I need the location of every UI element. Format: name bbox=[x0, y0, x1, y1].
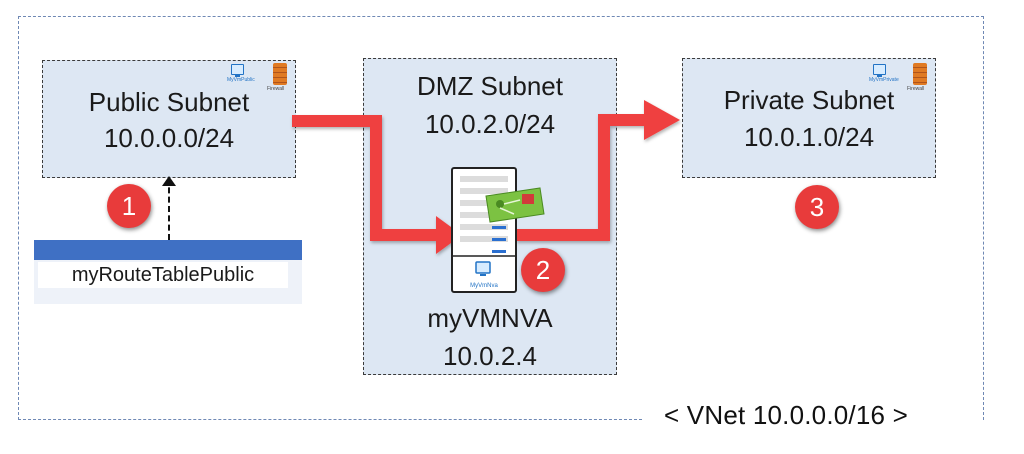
public-subnet-cidr: 10.0.0.0/24 bbox=[103, 123, 235, 153]
private-subnet[interactable]: Private Subnet 10.0.1.0/24 MyVmPrivate F… bbox=[682, 58, 936, 178]
step-badge-2: 2 bbox=[521, 248, 565, 292]
route-association-arrowhead bbox=[162, 176, 176, 186]
route-table-header-bar bbox=[34, 240, 302, 260]
vnet-boundary-bottom bbox=[18, 419, 642, 420]
dmz-subnet-title: DMZ Subnet bbox=[417, 71, 563, 101]
step-badge-3: 3 bbox=[795, 185, 839, 229]
public-subnet-title: Public Subnet bbox=[88, 87, 250, 117]
private-vm-label: MyVmPrivate bbox=[869, 77, 899, 83]
arrow-nva-to-private bbox=[516, 100, 680, 241]
route-association-line bbox=[168, 178, 170, 240]
private-firewall-label: Firewall bbox=[907, 86, 925, 92]
private-vm-icon: MyVmPrivate bbox=[869, 63, 917, 93]
dmz-vm-name: myVMNVA bbox=[427, 303, 553, 333]
vnet-label: < VNet 10.0.0.0/16 > bbox=[664, 400, 908, 430]
dmz-subnet-cidr: 10.0.2.0/24 bbox=[424, 109, 556, 139]
arrow-public-to-nva bbox=[292, 115, 462, 254]
public-vm-icon: MyVmPublic bbox=[227, 63, 275, 93]
private-subnet-title: Private Subnet bbox=[723, 85, 895, 115]
dmz-vm-ip: 10.0.2.4 bbox=[443, 341, 537, 371]
public-firewall-label: Firewall bbox=[267, 86, 285, 92]
public-vm-label: MyVmPublic bbox=[227, 77, 255, 83]
private-firewall-icon bbox=[913, 63, 927, 85]
route-table-label[interactable]: myRouteTablePublic bbox=[38, 262, 288, 288]
nva-server-icon bbox=[451, 167, 517, 293]
network-card-icon bbox=[485, 187, 545, 223]
vnet-boundary bbox=[18, 16, 984, 420]
step-badge-1: 1 bbox=[107, 184, 151, 228]
public-subnet[interactable]: Public Subnet 10.0.0.0/24 MyVmPublic Fir… bbox=[42, 60, 296, 178]
public-firewall-icon bbox=[273, 63, 287, 85]
dmz-subnet[interactable]: DMZ Subnet 10.0.2.0/24 myVMNVA 10.0.2.4 bbox=[363, 58, 617, 375]
nva-vm-label: MyVmNva bbox=[470, 283, 498, 289]
private-subnet-cidr: 10.0.1.0/24 bbox=[743, 122, 875, 152]
